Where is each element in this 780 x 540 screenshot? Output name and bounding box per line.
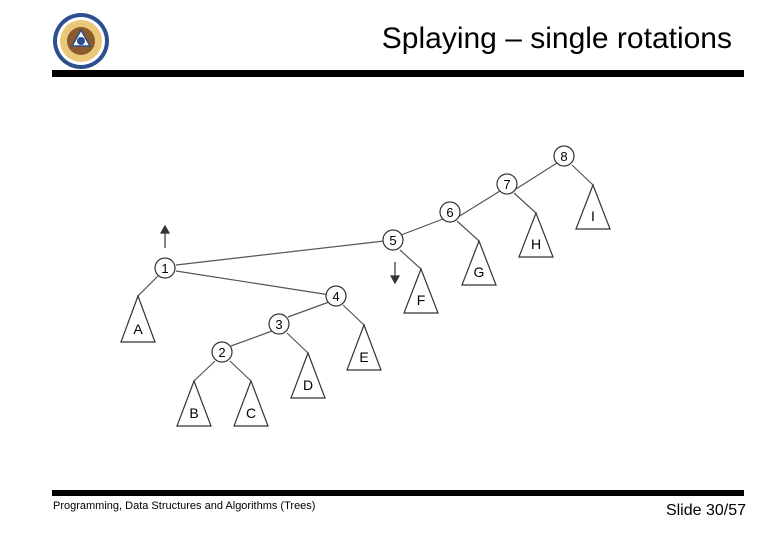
subtree-E-triangle	[346, 323, 382, 371]
subtree-I-triangle	[575, 183, 611, 230]
edge-7-H	[513, 192, 537, 214]
edge-8-I	[571, 164, 594, 186]
subtree-A-label: A	[133, 321, 143, 337]
arrow-down-icon	[389, 262, 401, 285]
slide-title: Splaying – single rotations	[381, 22, 732, 55]
subtree-I-label: I	[591, 208, 595, 224]
subtree-F-label: F	[417, 292, 426, 308]
university-seal-logo	[52, 12, 110, 70]
subtree-B-label: B	[189, 405, 198, 421]
edge-6-5	[400, 218, 444, 236]
node-5-circle	[382, 229, 404, 251]
subtree-C-label: C	[246, 405, 256, 421]
subtree-E-label: E	[359, 349, 368, 365]
footer-divider	[52, 490, 744, 496]
subtree-A-triangle	[120, 294, 156, 343]
edge-5-1	[175, 240, 385, 266]
title-divider	[52, 70, 744, 77]
edge-7-6	[457, 190, 501, 218]
node-5-label: 5	[389, 233, 396, 248]
subtree-G-label: G	[474, 264, 485, 280]
subtree-G-triangle	[461, 239, 497, 286]
subtree-D-label: D	[303, 377, 313, 393]
subtree-B-triangle	[176, 379, 212, 427]
edge-4-3	[287, 301, 330, 318]
edge-3-D	[286, 332, 309, 354]
node-4-label: 4	[332, 289, 339, 304]
node-6-label: 6	[446, 205, 453, 220]
edge-2-B	[193, 360, 216, 382]
subtree-C-triangle	[233, 379, 269, 427]
edge-4-E	[342, 304, 365, 326]
footer-course-title: Programming, Data Structures and Algorit…	[53, 500, 316, 512]
subtree-F-triangle	[403, 267, 439, 314]
node-6-circle	[439, 201, 461, 223]
node-8-circle	[553, 145, 575, 167]
node-8-label: 8	[560, 149, 567, 164]
subtree-H-label: H	[531, 236, 541, 252]
edge-6-G	[456, 220, 480, 242]
arrow-up-icon	[159, 224, 171, 248]
node-7-circle	[496, 173, 518, 195]
edge-1-A	[137, 275, 159, 297]
node-2-label: 2	[218, 345, 225, 360]
tree-edges	[137, 162, 594, 382]
node-3-circle	[268, 313, 290, 335]
node-4-circle	[325, 285, 347, 307]
edge-1-4	[175, 270, 331, 296]
edge-5-F	[399, 249, 422, 270]
edge-2-C	[229, 360, 252, 382]
node-7-label: 7	[503, 177, 510, 192]
node-3-label: 3	[275, 317, 282, 332]
slide-number: Slide 30/57	[665, 502, 746, 519]
edge-3-2	[230, 330, 273, 347]
node-1-circle	[154, 257, 176, 279]
subtree-H-triangle	[518, 211, 554, 258]
edge-8-7	[515, 162, 558, 190]
node-2-circle	[211, 341, 233, 363]
subtree-D-triangle	[290, 351, 326, 399]
node-1-label: 1	[161, 261, 168, 276]
